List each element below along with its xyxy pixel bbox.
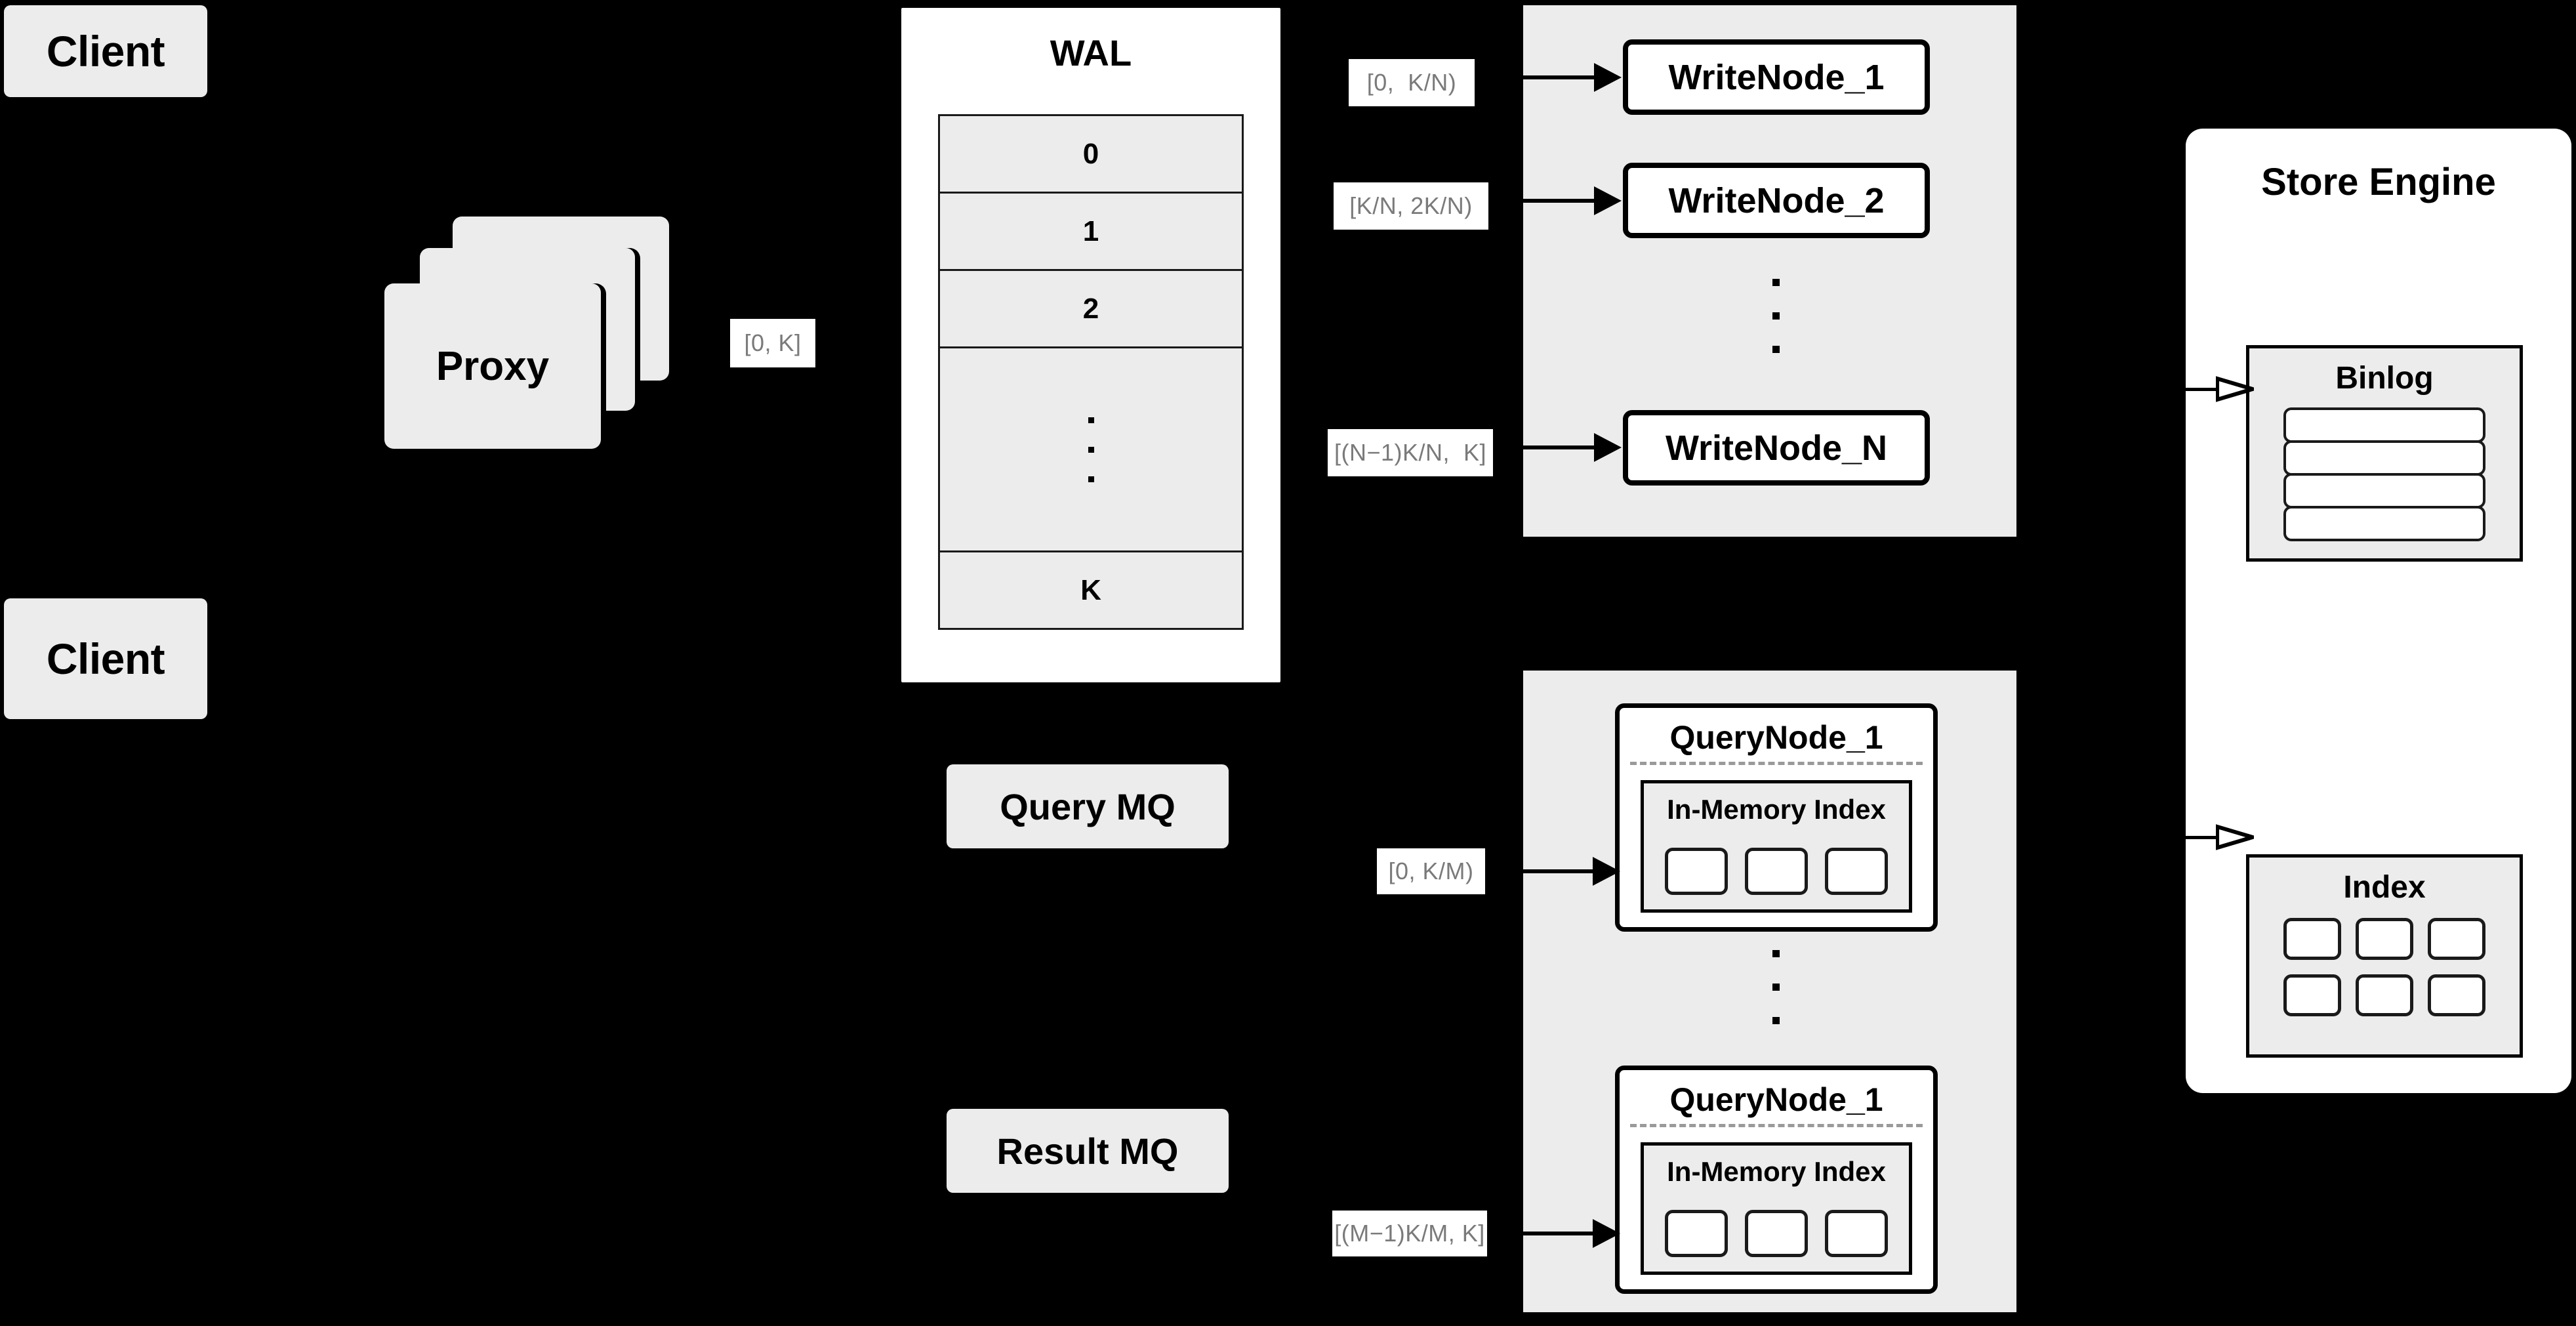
arrow-to-query-node-m: [1523, 1219, 1620, 1248]
index-cell[interactable]: [2283, 974, 2341, 1016]
store-engine-panel: Store Engine Binlog Index: [2186, 129, 2571, 1093]
proxy-label: Proxy: [436, 343, 550, 389]
in-memory-index-2-cells: [1644, 1210, 1909, 1257]
wal-row[interactable]: K: [940, 552, 1242, 628]
proxy-box[interactable]: Proxy: [384, 283, 601, 449]
wal-entry-table: 0 1 2 K: [938, 114, 1244, 630]
query-node-1-range-label: [0, K/M): [1377, 848, 1485, 894]
index-cell[interactable]: [1825, 1210, 1888, 1257]
range-text: [K/N, 2K/N): [1349, 192, 1473, 219]
in-memory-index-1-cells: [1644, 848, 1909, 895]
query-node-m-divider: [1630, 1124, 1923, 1127]
query-node-1[interactable]: QueryNode_1 In-Memory Index: [1615, 703, 1938, 932]
ellipsis-dot: [1772, 1017, 1780, 1024]
write-node-ellipsis: [1772, 279, 1780, 353]
write-node-2[interactable]: WriteNode_2: [1623, 163, 1930, 238]
query-node-1-title: QueryNode_1: [1669, 719, 1883, 756]
wal-row[interactable]: 1: [940, 194, 1242, 271]
wal-row[interactable]: 0: [940, 116, 1242, 194]
index-cell[interactable]: [1665, 848, 1728, 895]
binlog-title: Binlog: [2335, 361, 2434, 396]
arrow-to-write-node-n: [1523, 433, 1622, 462]
open-arrow-head-icon: [2216, 376, 2254, 402]
binlog-box: Binlog: [2246, 345, 2523, 562]
result-mq-label: Result MQ: [996, 1130, 1179, 1172]
ellipsis-dot: [1772, 312, 1780, 320]
write-node-n[interactable]: WriteNode_N: [1623, 410, 1930, 486]
in-memory-index-1-title: In-Memory Index: [1667, 794, 1886, 825]
in-memory-index-1: In-Memory Index: [1641, 780, 1912, 913]
client-box-2[interactable]: Client: [4, 598, 207, 719]
arrow-to-write-node-2: [1523, 186, 1622, 215]
write-node-1-range-label: [0, K/N): [1349, 59, 1475, 106]
query-mq-box[interactable]: Query MQ: [947, 764, 1229, 848]
proxy-to-wal-range-label: [0, K]: [730, 319, 815, 367]
ellipsis-dot: [1088, 417, 1094, 423]
write-node-n-range-label: [(N−1)K/N, K]: [1328, 429, 1493, 476]
wal-row-label: K: [1080, 573, 1101, 606]
arrow-to-query-node-1: [1523, 857, 1620, 886]
index-cell[interactable]: [1825, 848, 1888, 895]
write-node-2-range-label: [K/N, 2K/N): [1334, 182, 1488, 230]
ellipsis-dot: [1772, 984, 1780, 991]
ellipsis-dot: [1088, 476, 1094, 482]
query-node-1-divider: [1630, 762, 1923, 765]
arrow-to-index: [2179, 820, 2254, 854]
index-cell[interactable]: [2356, 974, 2413, 1016]
proxy-range-text: [0, K]: [744, 329, 802, 356]
result-mq-box[interactable]: Result MQ: [947, 1109, 1229, 1193]
index-grid: [2249, 918, 2520, 1016]
wal-row-ellipsis: [940, 348, 1242, 552]
arrow-to-binlog: [2179, 372, 2254, 406]
write-node-n-label: WriteNode_N: [1665, 428, 1888, 468]
binlog-row[interactable]: [2283, 473, 2485, 508]
wal-title: WAL: [1050, 32, 1132, 73]
index-cell[interactable]: [1665, 1210, 1728, 1257]
wal-panel: WAL 0 1 2 K: [897, 4, 1284, 686]
write-node-1[interactable]: WriteNode_1: [1623, 39, 1930, 115]
index-cell[interactable]: [1745, 848, 1808, 895]
open-arrow-head-icon: [2216, 824, 2254, 850]
query-node-ellipsis: [1772, 950, 1780, 1024]
client-2-label: Client: [46, 634, 165, 683]
index-cell[interactable]: [2283, 918, 2341, 960]
in-memory-index-2-title: In-Memory Index: [1667, 1156, 1886, 1187]
query-node-m-title: QueryNode_1: [1669, 1081, 1883, 1118]
wal-row-label: 0: [1082, 137, 1099, 170]
ellipsis-dot: [1772, 950, 1780, 957]
wal-row-label: 1: [1082, 215, 1099, 247]
query-node-m[interactable]: QueryNode_1 In-Memory Index: [1615, 1066, 1938, 1294]
ellipsis-dot: [1088, 446, 1094, 453]
index-cell[interactable]: [2428, 918, 2485, 960]
binlog-row[interactable]: [2283, 440, 2485, 476]
index-box: Index: [2246, 854, 2523, 1058]
query-node-m-range-label: [(M−1)K/M, K]: [1332, 1211, 1487, 1256]
index-cell[interactable]: [1745, 1210, 1808, 1257]
ellipsis-dot: [1772, 346, 1780, 353]
binlog-row[interactable]: [2283, 506, 2485, 541]
binlog-row[interactable]: [2283, 407, 2485, 443]
ellipsis-dot: [1772, 279, 1780, 286]
index-grid-row: [2283, 974, 2485, 1016]
range-text: [(N−1)K/N, K]: [1334, 439, 1487, 466]
write-node-1-label: WriteNode_1: [1668, 57, 1885, 97]
index-title: Index: [2343, 870, 2426, 905]
write-node-2-label: WriteNode_2: [1668, 180, 1885, 220]
wal-row[interactable]: 2: [940, 271, 1242, 348]
range-text: [(M−1)K/M, K]: [1334, 1220, 1485, 1247]
client-1-label: Client: [46, 27, 165, 75]
client-box-1[interactable]: Client: [4, 5, 207, 97]
binlog-rows: [2283, 407, 2485, 541]
range-text: [0, K/M): [1388, 858, 1474, 884]
in-memory-index-2: In-Memory Index: [1641, 1142, 1912, 1275]
index-grid-row: [2283, 918, 2485, 960]
index-cell[interactable]: [2356, 918, 2413, 960]
arrow-to-write-node-1: [1523, 63, 1622, 92]
store-engine-title: Store Engine: [2261, 161, 2496, 203]
index-cell[interactable]: [2428, 974, 2485, 1016]
query-mq-label: Query MQ: [1000, 785, 1176, 827]
wal-row-label: 2: [1082, 292, 1099, 325]
range-text: [0, K/N): [1366, 69, 1457, 96]
